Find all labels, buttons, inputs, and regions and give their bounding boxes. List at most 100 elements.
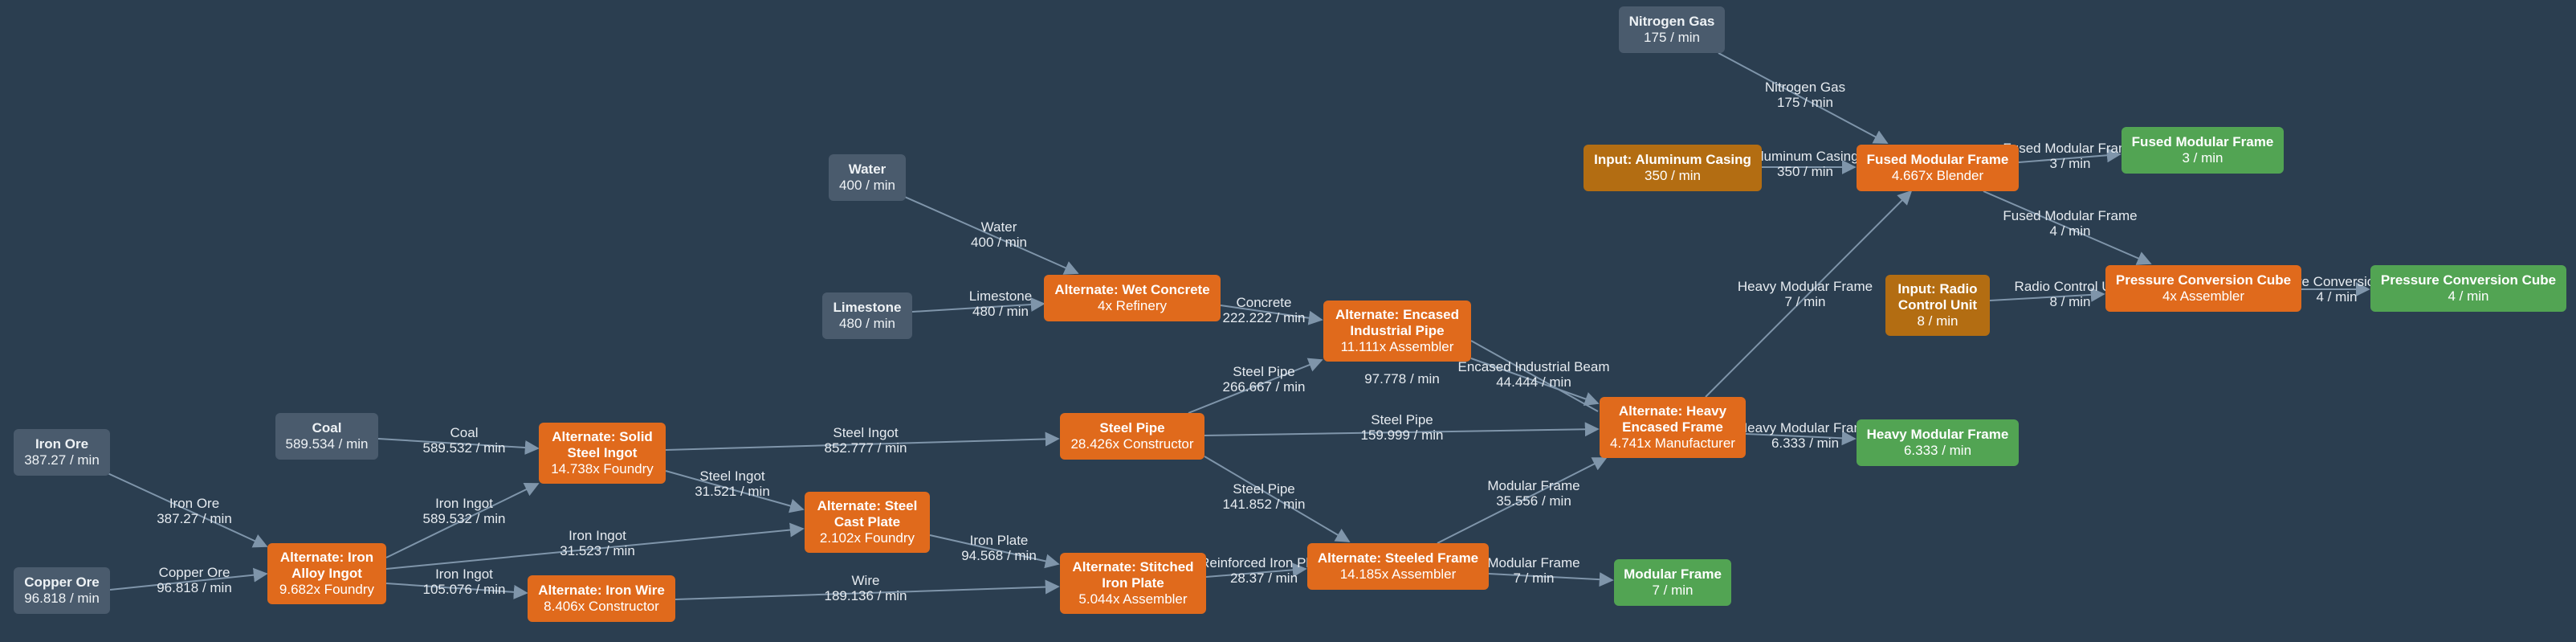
node-iron-wire[interactable]: Alternate: Iron Wire 8.406x Constructor: [528, 575, 675, 622]
edge-pipe-encased: [1188, 358, 1323, 414]
node-title: Nitrogen Gas: [1628, 14, 1715, 29]
node-rate: 4 / min: [2448, 288, 2489, 304]
node-rate: 175 / min: [1644, 30, 1700, 45]
node-title: Alternate: Steeled Frame: [1317, 550, 1479, 566]
node-wet-concrete[interactable]: Alternate: Wet Concrete 4x Refinery: [1044, 275, 1221, 321]
node-recipe: 2.102x Foundry: [819, 530, 915, 546]
node-title: Water: [848, 162, 887, 177]
node-recipe: 8.406x Constructor: [544, 599, 659, 614]
node-rate: 96.818 / min: [24, 591, 100, 606]
node-recipe: 4.741x Manufacturer: [1610, 435, 1735, 451]
node-limestone[interactable]: Limestone 480 / min: [822, 292, 912, 339]
node-title: Modular Frame: [1624, 566, 1722, 582]
node-rate: 589.534 / min: [285, 436, 369, 452]
node-output-pressure-conversion-cube[interactable]: Pressure Conversion Cube 4 / min: [2370, 265, 2566, 312]
node-steeled-frame[interactable]: Alternate: Steeled Frame 14.185x Assembl…: [1307, 543, 1489, 590]
edge-plate: [929, 534, 1060, 569]
node-rate: 350 / min: [1645, 168, 1701, 183]
node-fused-modular-frame[interactable]: Fused Modular Frame 4.667x Blender: [1857, 145, 2019, 191]
node-steel-cast-plate[interactable]: Alternate: Steel Cast Plate 2.102x Found…: [805, 492, 930, 553]
edge-encased-heavy: [1470, 358, 1600, 407]
node-input-radio-control-unit[interactable]: Input: Radio Control Unit 8 / min: [1885, 275, 1990, 336]
node-output-heavy-modular-frame[interactable]: Heavy Modular Frame 6.333 / min: [1857, 419, 2019, 466]
edge-water: [899, 194, 1079, 275]
node-title: Coal: [312, 420, 342, 435]
edge-steel-cast: [665, 470, 805, 513]
node-title: Alternate: Iron Wire: [538, 583, 665, 598]
edge-coal: [377, 438, 540, 456]
node-iron-alloy-ingot[interactable]: Alternate: Iron Alloy Ingot 9.682x Found…: [267, 543, 386, 604]
node-recipe: 9.682x Foundry: [279, 582, 375, 597]
node-title: Steel Pipe: [1099, 420, 1165, 435]
node-title: Alternate: Steel Cast Plate: [817, 498, 918, 530]
node-title: Pressure Conversion Cube: [2380, 272, 2557, 288]
edge-fused-out: [2018, 148, 2122, 163]
edge-rip: [1205, 562, 1307, 578]
node-pressure-conversion-cube[interactable]: Pressure Conversion Cube 4x Assembler: [2105, 265, 2301, 312]
node-rate: 3 / min: [2182, 150, 2223, 166]
edge-steel-pipe: [665, 431, 1060, 451]
edge-mod-heavy: [1437, 457, 1608, 544]
node-nitrogen-gas[interactable]: Nitrogen Gas 175 / min: [1619, 6, 1725, 53]
node-copper-ore[interactable]: Copper Ore 96.818 / min: [14, 567, 110, 614]
node-title: Heavy Modular Frame: [1866, 427, 2009, 442]
node-title: Alternate: Iron Alloy Ingot: [279, 550, 374, 581]
edge-nitrogen: [1718, 52, 1889, 144]
node-title: Copper Ore: [24, 575, 100, 590]
node-solid-steel-ingot[interactable]: Alternate: Solid Steel Ingot 14.738x Fou…: [539, 423, 666, 484]
node-output-modular-frame[interactable]: Modular Frame 7 / min: [1614, 559, 1731, 606]
node-recipe: 5.044x Assembler: [1078, 591, 1188, 607]
node-recipe: 11.111x Assembler: [1340, 339, 1454, 354]
node-rate: 6.333 / min: [1903, 443, 1972, 458]
node-title: Alternate: Solid Steel Ingot: [552, 429, 653, 460]
node-steel-pipe[interactable]: Steel Pipe 28.426x Constructor: [1060, 413, 1204, 460]
edge-concrete: [1220, 305, 1323, 325]
node-coal[interactable]: Coal 589.534 / min: [275, 413, 378, 460]
edge-copper: [109, 567, 268, 591]
node-encased-industrial-pipe[interactable]: Alternate: Encased Industrial Pipe 11.11…: [1323, 301, 1471, 362]
edge-limestone: [911, 297, 1045, 313]
node-title: Limestone: [833, 300, 902, 315]
node-heavy-encased-frame[interactable]: Alternate: Heavy Encased Frame 4.741x Ma…: [1600, 397, 1746, 458]
node-title: Input: Radio Control Unit: [1897, 281, 1978, 313]
node-recipe: 14.185x Assembler: [1339, 566, 1457, 582]
edge-fused-pcc: [1983, 190, 2152, 265]
node-output-fused-modular-frame[interactable]: Fused Modular Frame 3 / min: [2122, 127, 2284, 174]
edge-heavy-fused: [1705, 190, 1913, 398]
node-title: Fused Modular Frame: [2131, 134, 2274, 149]
edge-label: 97.778 / min: [1364, 371, 1440, 386]
node-iron-ore[interactable]: Iron Ore 387.27 / min: [14, 429, 110, 476]
node-input-aluminum-casing[interactable]: Input: Aluminum Casing 350 / min: [1584, 145, 1762, 191]
node-title: Alternate: Wet Concrete: [1054, 282, 1210, 297]
edge-mod-out: [1488, 572, 1614, 587]
node-recipe: 4x Refinery: [1098, 298, 1167, 313]
node-rate: 8 / min: [1917, 313, 1958, 329]
node-recipe: 28.426x Constructor: [1070, 436, 1194, 452]
edge-wire: [675, 579, 1060, 600]
node-title: Input: Aluminum Casing: [1594, 152, 1751, 167]
edge-ingot-cast: [385, 522, 805, 570]
node-water[interactable]: Water 400 / min: [829, 154, 906, 201]
node-stitched-iron-plate[interactable]: Alternate: Stitched Iron Plate 5.044x As…: [1060, 553, 1206, 614]
edge-ingot-wire: [385, 583, 528, 599]
